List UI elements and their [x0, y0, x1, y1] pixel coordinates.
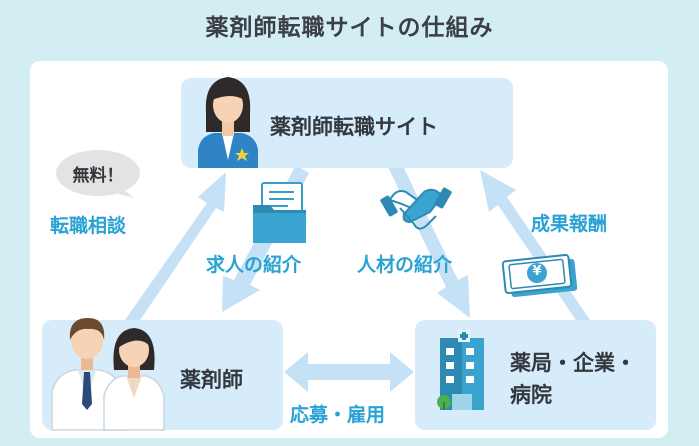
arrow-consultation	[118, 172, 226, 338]
label-fee: 成果報酬	[531, 213, 608, 235]
arrow-apply-hire	[284, 352, 414, 392]
site-label: 薬剤師転職サイト	[270, 115, 438, 139]
arrow-fee	[480, 170, 598, 338]
label-talent-intro: 人材の紹介	[357, 254, 453, 276]
employer-label-line1: 薬局・企業・	[510, 351, 636, 375]
free-bubble	[56, 150, 140, 196]
page-title: 薬剤師転職サイトの仕組み	[205, 15, 494, 41]
label-apply-hire: 応募・雇用	[290, 404, 386, 426]
label-job-intro: 求人の紹介	[206, 254, 302, 276]
employer-label-line2: 病院	[510, 383, 552, 407]
pharmacist-label: 薬剤師	[180, 368, 243, 392]
money-symbol: ¥	[532, 264, 542, 279]
free-bubble-text: 無料！	[72, 166, 124, 186]
label-consultation: 転職相談	[50, 215, 127, 237]
